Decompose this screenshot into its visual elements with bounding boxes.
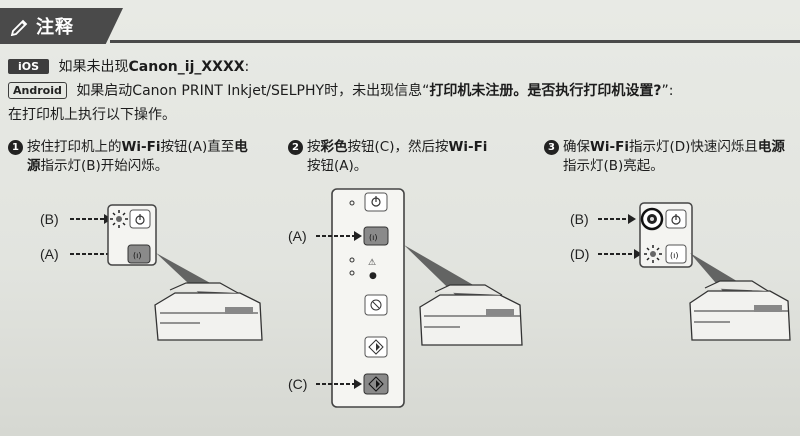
ios-line: iOS 如果未出现Canon_ij_XXXX:	[8, 56, 249, 76]
pencil-icon	[10, 19, 28, 36]
label-b: (B)	[40, 211, 59, 227]
warning-icon: ⚠	[368, 258, 376, 268]
notes-header: 注释	[0, 8, 800, 44]
printer-icon	[154, 282, 263, 341]
diagram-step-2: (A) (ı) ⚠ ● (C)	[288, 188, 523, 408]
label-a: (A)	[40, 246, 59, 262]
label-c: (C)	[288, 376, 307, 392]
power-icon	[135, 214, 145, 225]
ios-text: 如果未出现	[58, 59, 129, 75]
step-number: 3	[544, 140, 559, 155]
step-text: 指示灯(B)开始闪烁。	[40, 158, 169, 174]
step-bold: 电	[234, 139, 248, 155]
step-number: 2	[288, 140, 303, 155]
step-bold: Wi-Fi	[448, 139, 488, 155]
label-d: (D)	[570, 246, 589, 262]
label-a: (A)	[288, 228, 307, 244]
ink-drop-icon: ●	[369, 271, 377, 281]
wifi-icon: (ı)	[133, 251, 141, 260]
header-rule	[110, 40, 800, 43]
step-text: 指示灯(B)亮起。	[563, 158, 664, 174]
header-tab	[0, 8, 123, 44]
step-bold: Wi-Fi	[121, 139, 161, 155]
flashing-light-icon	[110, 210, 128, 228]
stop-icon	[370, 299, 382, 311]
wifi-icon: (ı)	[369, 233, 377, 242]
android-message: 打印机未注册。是否执行打印机设置?	[429, 83, 662, 99]
printer-icon	[689, 280, 791, 341]
ios-colon: :	[244, 59, 250, 75]
step-text: 确保	[563, 139, 590, 155]
android-end: ”:	[661, 83, 674, 99]
step-bold: 源	[27, 158, 41, 174]
step-text: 按住打印机上的	[27, 139, 122, 155]
step-text: 按钮(C)，然后按	[347, 139, 449, 155]
power-light-on-icon	[640, 207, 664, 231]
step-text: 按钮(A)。	[307, 158, 368, 174]
wifi-icon: (ı)	[670, 251, 678, 260]
diagram-step-1: (B) (A) (ı)	[40, 204, 263, 341]
power-icon	[671, 214, 681, 225]
step-bold: Wi-Fi	[590, 139, 629, 155]
step-text: 按钮(A)直至	[160, 139, 235, 155]
printer-icon	[419, 284, 523, 346]
label-b: (B)	[570, 211, 589, 227]
black-start-icon	[368, 339, 384, 355]
step-text: 按	[307, 139, 321, 155]
step-text: 指示灯(D)快速闪烁且	[628, 139, 758, 155]
ios-ssid: Canon_ij_XXXX	[128, 59, 245, 75]
power-icon	[371, 196, 381, 207]
instruction-line: 在打印机上执行以下操作。	[8, 107, 176, 123]
diagram-step-3: (B) (D) (ı)	[570, 202, 791, 341]
step-1: 1 按住打印机上的Wi-Fi按钮(A)直至电 源指示灯(B)开始闪烁。	[8, 138, 248, 176]
step-bold: 电源	[757, 139, 785, 155]
android-line: Android 如果启动Canon PRINT Inkjet/SELPHY时，未…	[8, 80, 673, 100]
color-start-icon	[368, 376, 384, 392]
step-number: 1	[8, 140, 23, 155]
flashing-light-icon	[644, 245, 662, 263]
step-3: 3 确保Wi-Fi指示灯(D)快速闪烁且电源 指示灯(B)亮起。	[544, 138, 785, 176]
android-badge: Android	[8, 82, 67, 99]
step-bold: 彩色	[320, 139, 348, 155]
android-text: 如果启动Canon PRINT Inkjet/SELPHY时，未出现信息“	[76, 83, 430, 99]
header-title: 注释	[36, 17, 74, 38]
ios-badge: iOS	[8, 59, 50, 74]
